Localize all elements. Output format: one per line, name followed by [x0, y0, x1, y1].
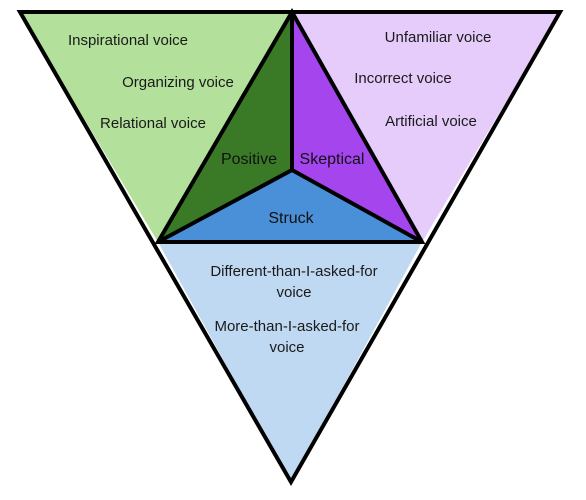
diagram-outline: [16, 7, 564, 487]
skeptical-item-label: Unfamiliar voice: [385, 29, 492, 46]
positive-item-label: Organizing voice: [122, 74, 234, 91]
skeptical-title: Skeptical: [300, 151, 365, 168]
skeptical-item-label: Incorrect voice: [354, 70, 452, 87]
positive-title: Positive: [221, 151, 277, 168]
positive-item-label: Inspirational voice: [68, 32, 188, 49]
positive-outer-region: [20, 12, 292, 242]
struck-item-label-line: voice: [269, 339, 304, 356]
struck-item-label-line: More-than-I-asked-for: [214, 318, 359, 335]
struck-outer-region: [158, 242, 422, 482]
struck-item-label-line: Different-than-I-asked-for: [210, 263, 377, 280]
skeptical-outer-region: [292, 12, 560, 242]
struck-item-label-line: voice: [276, 284, 311, 301]
struck-inner-region: [158, 170, 422, 242]
struck-title: Struck: [268, 210, 314, 227]
skeptical-item-label: Artificial voice: [385, 113, 477, 130]
positive-item-label: Relational voice: [100, 115, 206, 132]
